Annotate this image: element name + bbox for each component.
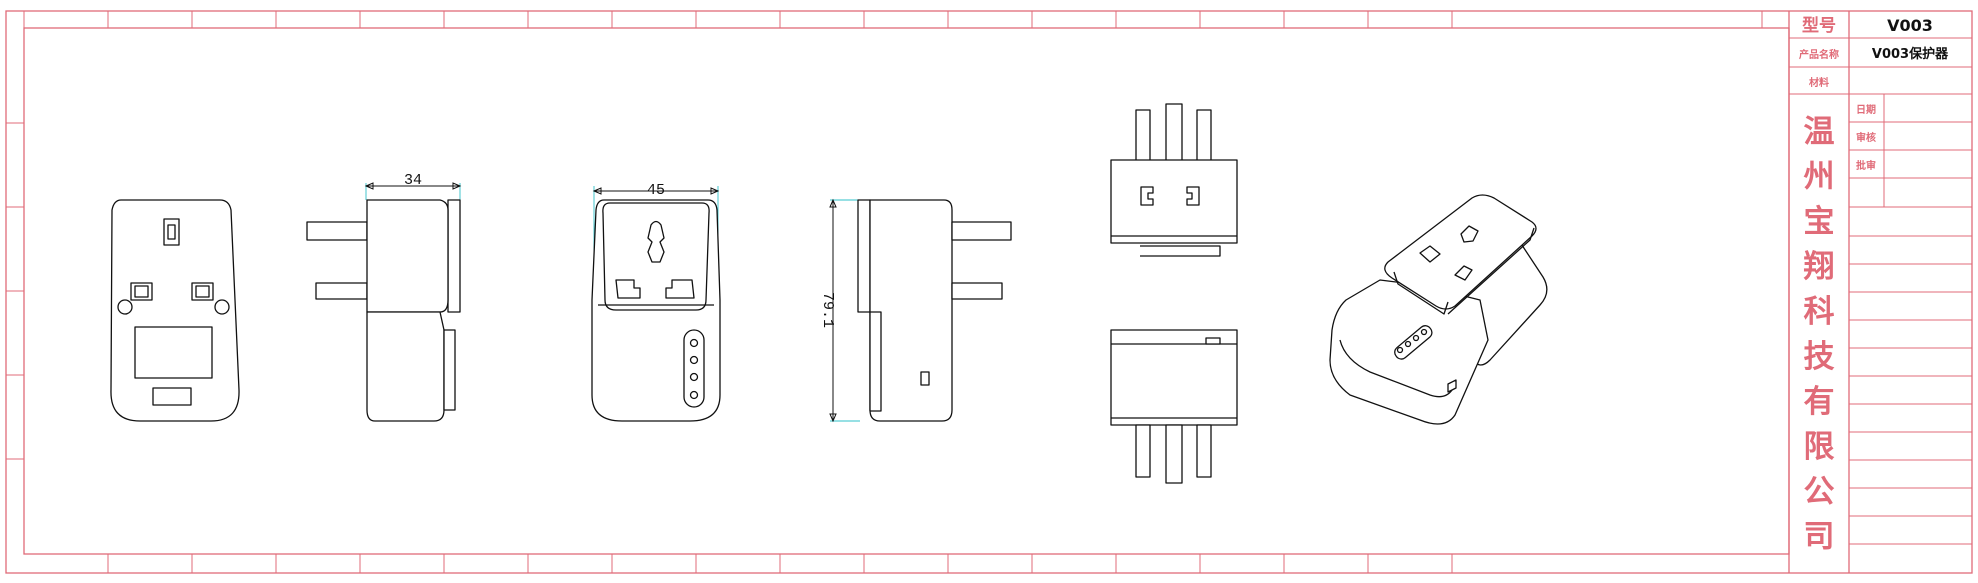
width-34-label: 34 bbox=[404, 172, 422, 189]
approve-label: 批审 bbox=[1856, 159, 1876, 172]
socket-slot bbox=[1140, 186, 1154, 206]
live-socket-hole bbox=[615, 279, 641, 299]
earth-pin-slot bbox=[163, 218, 180, 246]
height-79-label: 79.1 bbox=[819, 292, 836, 328]
indicator-light bbox=[689, 372, 699, 382]
model-value: V003 bbox=[1887, 16, 1933, 35]
lower-pin bbox=[315, 282, 368, 300]
company-char: 州 bbox=[1804, 159, 1835, 195]
company-char: 温 bbox=[1804, 114, 1835, 150]
top-zone-ticks bbox=[23, 11, 1763, 28]
indicator-strip bbox=[683, 329, 705, 408]
socket-slot bbox=[1186, 186, 1200, 206]
earth-pin bbox=[1165, 103, 1183, 168]
company-char: 技 bbox=[1804, 339, 1835, 375]
iso-side-slot bbox=[1447, 379, 1457, 393]
rear-rib bbox=[447, 199, 461, 313]
date-label: 日期 bbox=[1856, 103, 1876, 116]
company-char: 科 bbox=[1804, 294, 1835, 330]
upper-pin bbox=[951, 221, 1012, 241]
product-name-label: 产品名称 bbox=[1799, 48, 1839, 61]
mount-hole-left bbox=[117, 299, 133, 315]
bottom-housing bbox=[1110, 329, 1238, 426]
bottom-view bbox=[1110, 329, 1238, 484]
front-view: 45 bbox=[591, 182, 721, 422]
nameplate bbox=[152, 387, 192, 406]
iso-socket-hole bbox=[1454, 265, 1473, 281]
product-name-value: V003保护器 bbox=[1872, 46, 1949, 62]
side-housing-lower bbox=[366, 311, 445, 422]
title-block: 型号 V003 产品名称 V003保护器 材料 日期 审核 批审 温 州 宝 翔… bbox=[1788, 11, 1972, 573]
isometric-view bbox=[1329, 194, 1548, 425]
mount-hole-right bbox=[214, 299, 230, 315]
side-housing bbox=[869, 199, 953, 422]
lower-pin bbox=[951, 282, 1003, 300]
right-side-view: 79.1 bbox=[819, 198, 1012, 423]
top-housing bbox=[1110, 159, 1238, 244]
live-pin-slot bbox=[130, 282, 153, 301]
side-slot bbox=[920, 371, 930, 386]
bottom-zone-ticks bbox=[107, 554, 1453, 573]
neutral-pin-slot bbox=[191, 282, 214, 301]
upper-pin bbox=[306, 221, 368, 241]
left-side-view: 34 bbox=[306, 172, 462, 422]
label-area bbox=[134, 326, 213, 379]
company-char: 宝 bbox=[1804, 204, 1835, 240]
company-char: 限 bbox=[1804, 429, 1835, 465]
company-char: 有 bbox=[1804, 384, 1835, 420]
company-char: 司 bbox=[1804, 519, 1835, 555]
width-45-label: 45 bbox=[647, 182, 665, 199]
top-view bbox=[1110, 103, 1238, 257]
left-zone-ticks bbox=[6, 122, 24, 460]
iso-socket-hole bbox=[1460, 225, 1479, 243]
indicator-light bbox=[689, 390, 699, 400]
iso-socket-hole bbox=[1419, 245, 1441, 263]
earth-socket-hole bbox=[647, 220, 665, 263]
material-label: 材料 bbox=[1809, 76, 1829, 89]
model-label: 型号 bbox=[1802, 15, 1836, 36]
indicator-light bbox=[689, 355, 699, 365]
company-name: 温 州 宝 翔 科 技 有 限 公 司 bbox=[1804, 114, 1835, 555]
review-label: 审核 bbox=[1856, 131, 1876, 144]
rear-view bbox=[110, 199, 240, 422]
earth-pin bbox=[1165, 424, 1183, 484]
indicator-light bbox=[689, 338, 699, 348]
neutral-socket-hole bbox=[665, 279, 695, 299]
company-char: 翔 bbox=[1804, 249, 1835, 285]
company-char: 公 bbox=[1804, 474, 1835, 510]
